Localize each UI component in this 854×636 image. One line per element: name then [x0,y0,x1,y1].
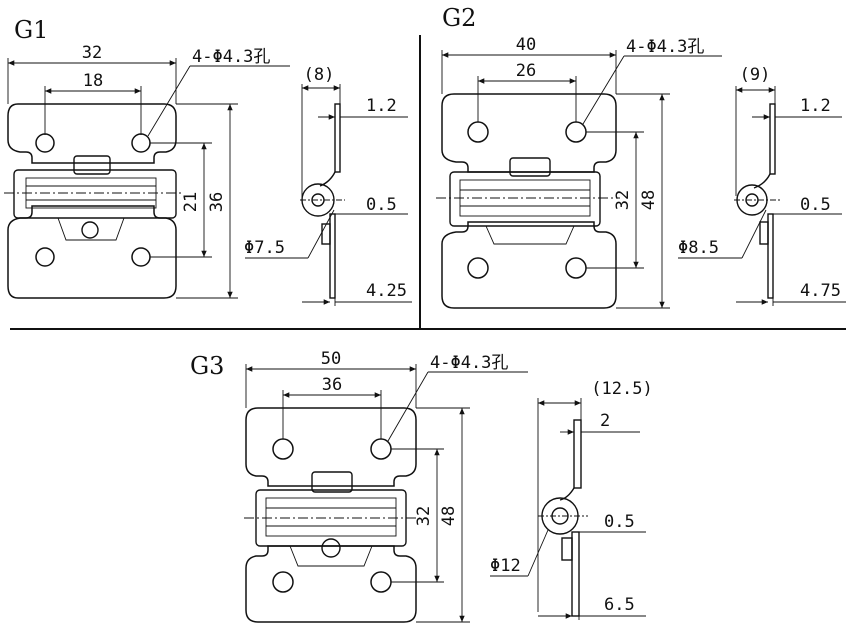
g2-front-view [436,93,620,309]
g3-dim-height: 48 [439,506,459,526]
g2-dim-hole-x: 26 [516,61,536,81]
g1-dim-knuckle: Φ7.5 [244,238,285,258]
g3-dim-width: 50 [321,349,341,369]
g3-dim-thickness: 2 [600,411,610,431]
group-label-g3: G3 [190,352,224,380]
g1-dim-height: 36 [207,192,227,212]
g2-dim-width: 40 [516,35,536,55]
g3-holes-note: 4-Φ4.3孔 [430,353,508,373]
g2-dim-thickness: 1.2 [800,96,831,116]
g3-dim-knuckle: Φ12 [490,556,521,576]
g1-dim-base: 4.25 [366,281,407,301]
g2-side-view [734,103,780,299]
g3-side-view [538,419,588,617]
group-g3: G3 50 36 4-Φ4.3孔 [190,349,653,623]
g3-dim-base: 6.5 [604,595,635,615]
g1-dim-gap: 0.5 [366,195,397,215]
g3-dim-hole-y: 32 [414,506,434,526]
g3-dim-gap: 0.5 [604,512,635,532]
group-label-g1: G1 [14,16,48,44]
g3-front-view [244,407,420,623]
g1-holes-note: 4-Φ4.3孔 [192,47,270,67]
g2-dim-height: 48 [639,190,659,210]
g2-dim-knuckle: Φ8.5 [678,238,719,258]
g2-dim-hole-y: 32 [613,190,633,210]
g1-dim-side: (8) [304,65,335,85]
g1-dim-thickness: 1.2 [366,96,397,116]
g1-dim-hole-x: 18 [83,71,103,91]
g2-dim-base: 4.75 [800,281,841,301]
g1-dim-hole-y: 21 [181,192,201,212]
g1-side-view [300,103,345,299]
g1-dim-width: 32 [82,43,102,63]
group-label-g2: G2 [442,4,476,32]
group-g2: G2 40 26 4-Φ4.3孔 32 [436,4,846,309]
group-g1: G1 32 18 4-Φ4.3孔 [4,16,412,306]
g2-holes-note: 4-Φ4.3孔 [626,37,704,57]
g1-front-view [4,103,182,299]
g2-dim-side: (9) [740,65,771,85]
g2-dim-gap: 0.5 [800,195,831,215]
g3-dim-side: (12.5) [591,379,652,399]
g3-dim-hole-x: 36 [322,375,342,395]
